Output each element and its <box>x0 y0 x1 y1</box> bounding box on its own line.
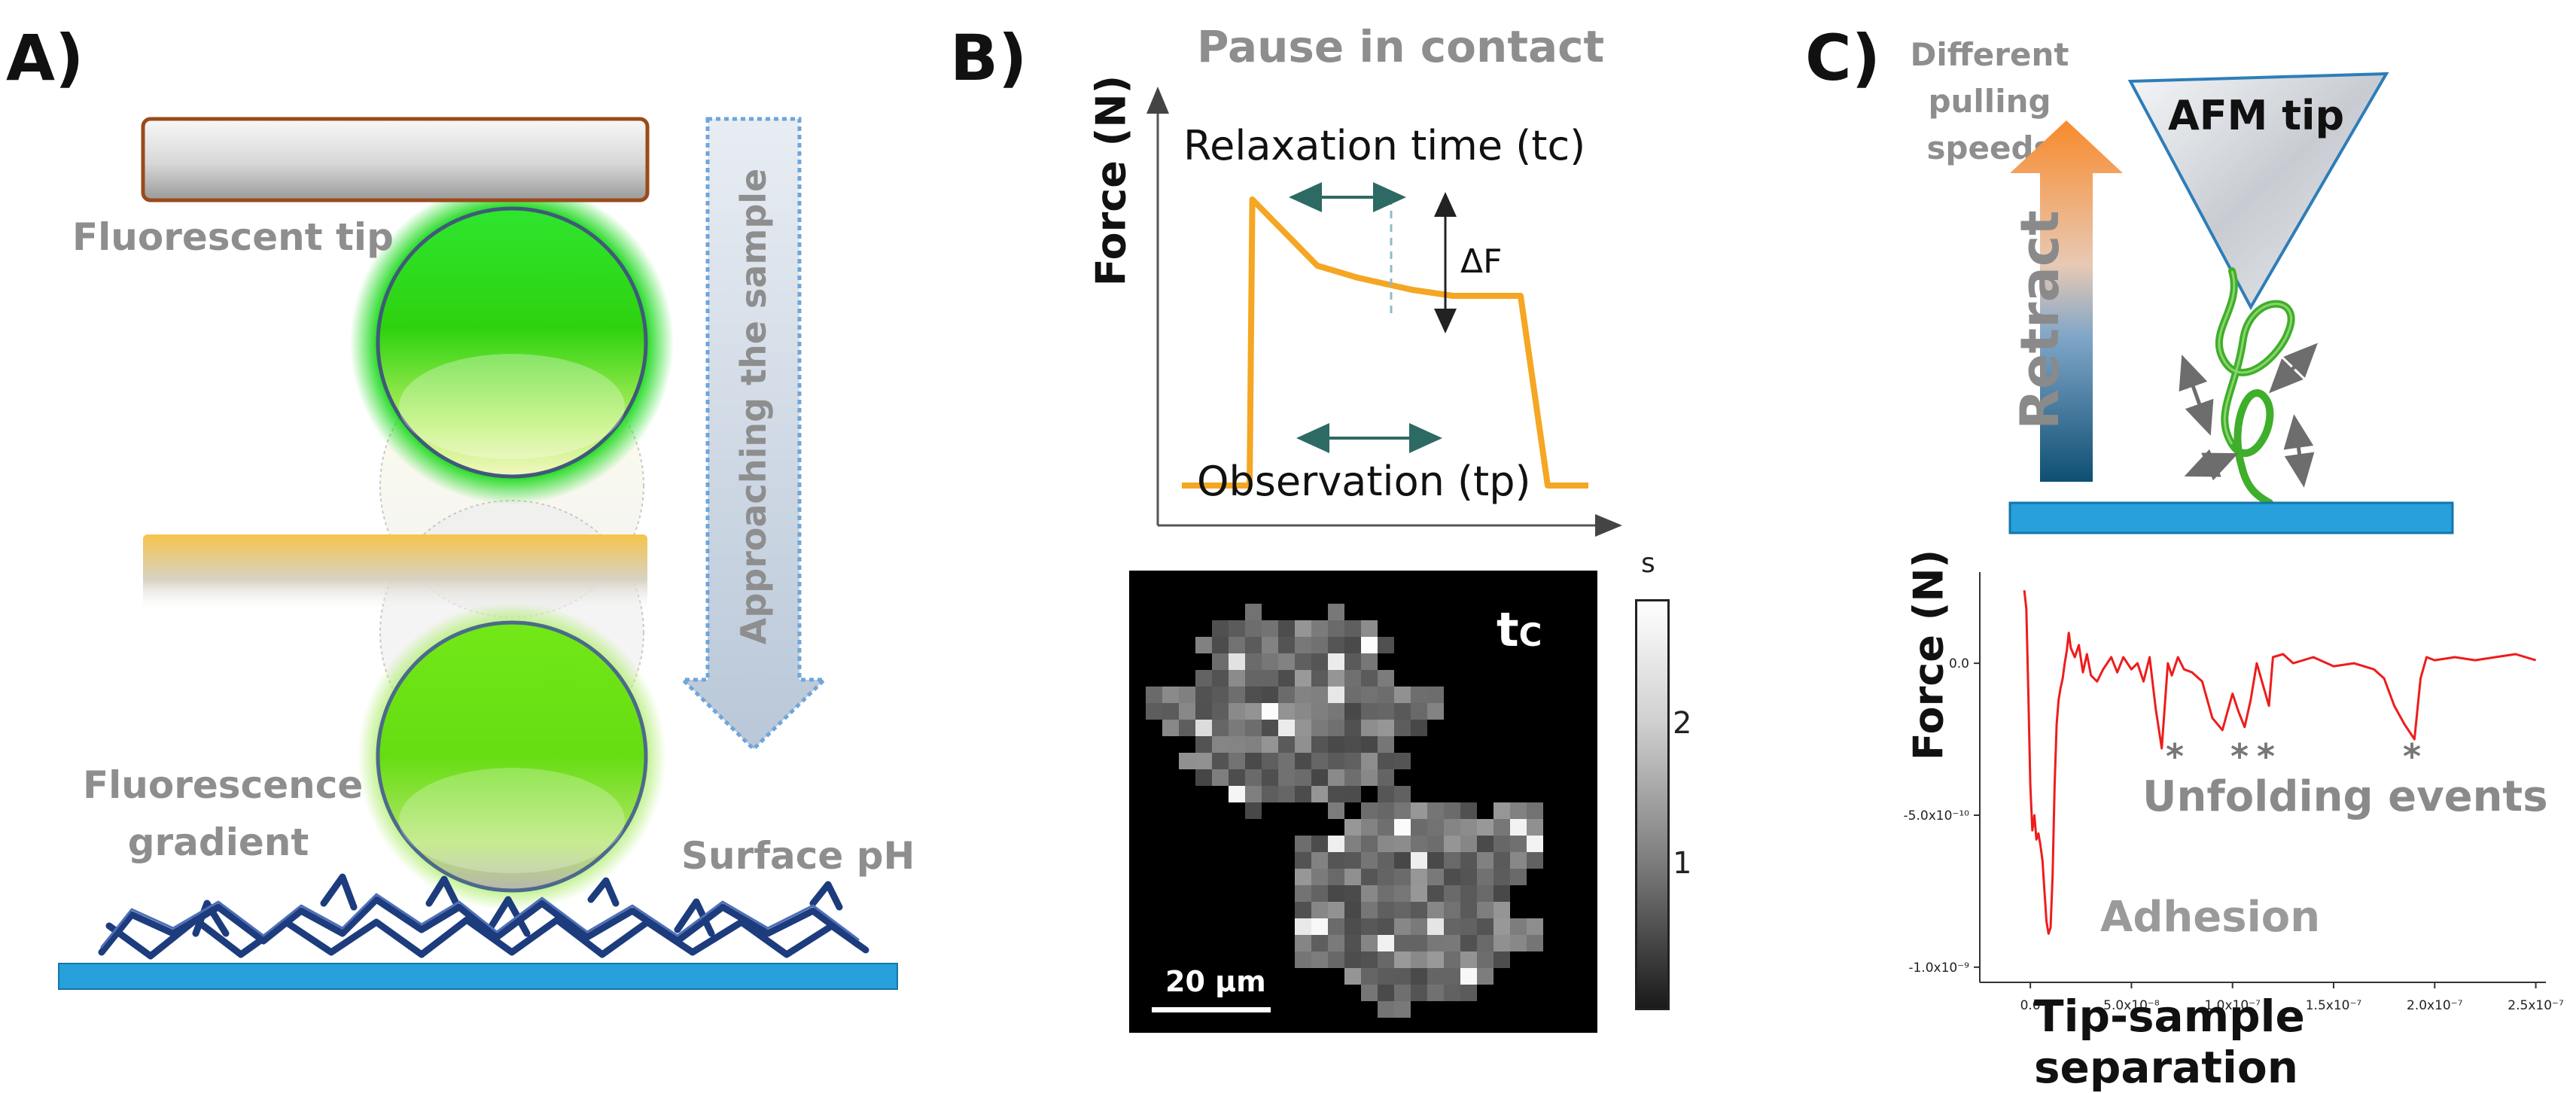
fd-x-tick-label: 2.5x10⁻⁷ <box>2507 998 2564 1013</box>
scalebar-line <box>1152 1007 1271 1012</box>
colorbar-tick-1: 1 <box>1673 846 1692 881</box>
afm-tip-label: AFM tip <box>2168 92 2345 139</box>
tc-map-label-main: t <box>1497 602 1519 657</box>
fd-xlabel: Tip-sample separation <box>2034 991 2305 1093</box>
afm-tip-shape <box>2127 72 2389 311</box>
delta-f-label: ΔF <box>1460 242 1503 281</box>
colorbar-unit: s <box>1641 548 1655 579</box>
observation-label: Observation (tp) <box>1197 458 1531 505</box>
fluorescence-gradient-label: Fluorescence gradient <box>83 757 364 871</box>
fd-x-tick-label: 2.0x10⁻⁷ <box>2407 998 2463 1013</box>
relaxation-series <box>1182 196 1588 489</box>
polymer-chains <box>98 873 869 960</box>
fd-axes: 0.0 5.0x10⁻⁸ 1.0x10⁻⁷ 1.5x10⁻⁷ 2.0x10⁻⁷ 2.5x1… <box>1904 572 2564 1013</box>
tc-map: tC 20 μm <box>1129 571 1597 1033</box>
fd-series <box>2023 590 2537 935</box>
unfolding-events-label: Unfolding events <box>2142 772 2548 821</box>
retract-label: Retract <box>2009 210 2071 430</box>
panel-c-label: C) <box>1805 21 1881 95</box>
tc-map-pixels <box>1146 604 1543 1018</box>
panel-b-label: B) <box>950 21 1028 95</box>
adhesion-label: Adhesion <box>2100 893 2321 942</box>
force-axis-label-c: Force (N) <box>1905 549 1953 761</box>
fluorescence-gradient-line1: Fluorescence <box>83 763 364 807</box>
panel-a-label: A) <box>6 21 84 95</box>
fd-x-tick-label: 1.0x10⁻⁷ <box>2204 998 2261 1013</box>
event-marker-4: * <box>2403 736 2422 777</box>
relaxation-chart <box>1146 87 1622 537</box>
fd-y-tick-label: 0.0 <box>1949 656 1969 671</box>
fd-y-tick-label: -1.0x10⁻⁹ <box>1908 961 1969 976</box>
fluorescent-tip-label: Fluorescent tip <box>72 215 394 259</box>
afm-surface-plate <box>2008 501 2454 534</box>
event-marker-2: * <box>2230 736 2249 777</box>
surface-plate <box>58 963 898 990</box>
force-arrows <box>2179 343 2318 488</box>
scalebar-label: 20 μm <box>1165 965 1266 998</box>
fd-line <box>2023 590 2537 935</box>
force-axis-label-b: Force (N) <box>1087 75 1135 287</box>
tc-map-label-sub: C <box>1518 617 1542 653</box>
fluorescence-gradient-line2: gradient <box>127 821 309 864</box>
sphere-top <box>350 181 674 504</box>
approaching-sample-label: Approaching the sample <box>733 168 774 645</box>
fd-x-tick-label: 1.5x10⁻⁷ <box>2306 998 2362 1013</box>
event-marker-1: * <box>2166 736 2185 777</box>
afm-diagram <box>2008 72 2454 534</box>
tip-bar-lower <box>143 534 647 610</box>
event-marker-3: * <box>2257 736 2276 777</box>
retract-arrow <box>2010 120 2123 482</box>
tip-bar-top <box>141 117 650 202</box>
colorbar <box>1635 599 1670 1010</box>
pulling-speeds-line2: pulling <box>1928 83 2051 120</box>
pause-in-contact-title: Pause in contact <box>1197 21 1605 72</box>
panel-a-diagram <box>58 117 898 990</box>
tc-map-label: tC <box>1497 602 1542 657</box>
pulling-speeds-label: Different pulling speeds <box>1903 32 2076 172</box>
fd-x-tick-label: 5.0x10⁻⁸ <box>2103 998 2160 1013</box>
pulling-speeds-line1: Different <box>1910 36 2069 73</box>
sphere-bottom <box>358 602 666 911</box>
fd-y-tick-label: -5.0x10⁻¹⁰ <box>1904 808 1970 824</box>
force-distance-chart: 0.0 5.0x10⁻⁸ 1.0x10⁻⁷ 1.5x10⁻⁷ 2.0x10⁻⁷ 2.5x1… <box>1904 572 2564 1013</box>
fd-x-tick-label: 0.0 <box>2020 998 2041 1013</box>
approach-arrow <box>677 117 830 752</box>
colorbar-tick-2: 2 <box>1673 706 1692 741</box>
surface-ph-label: Surface pH <box>681 834 915 878</box>
relaxation-line <box>1182 196 1588 489</box>
relaxation-time-label: Relaxation time (tc) <box>1183 122 1586 169</box>
